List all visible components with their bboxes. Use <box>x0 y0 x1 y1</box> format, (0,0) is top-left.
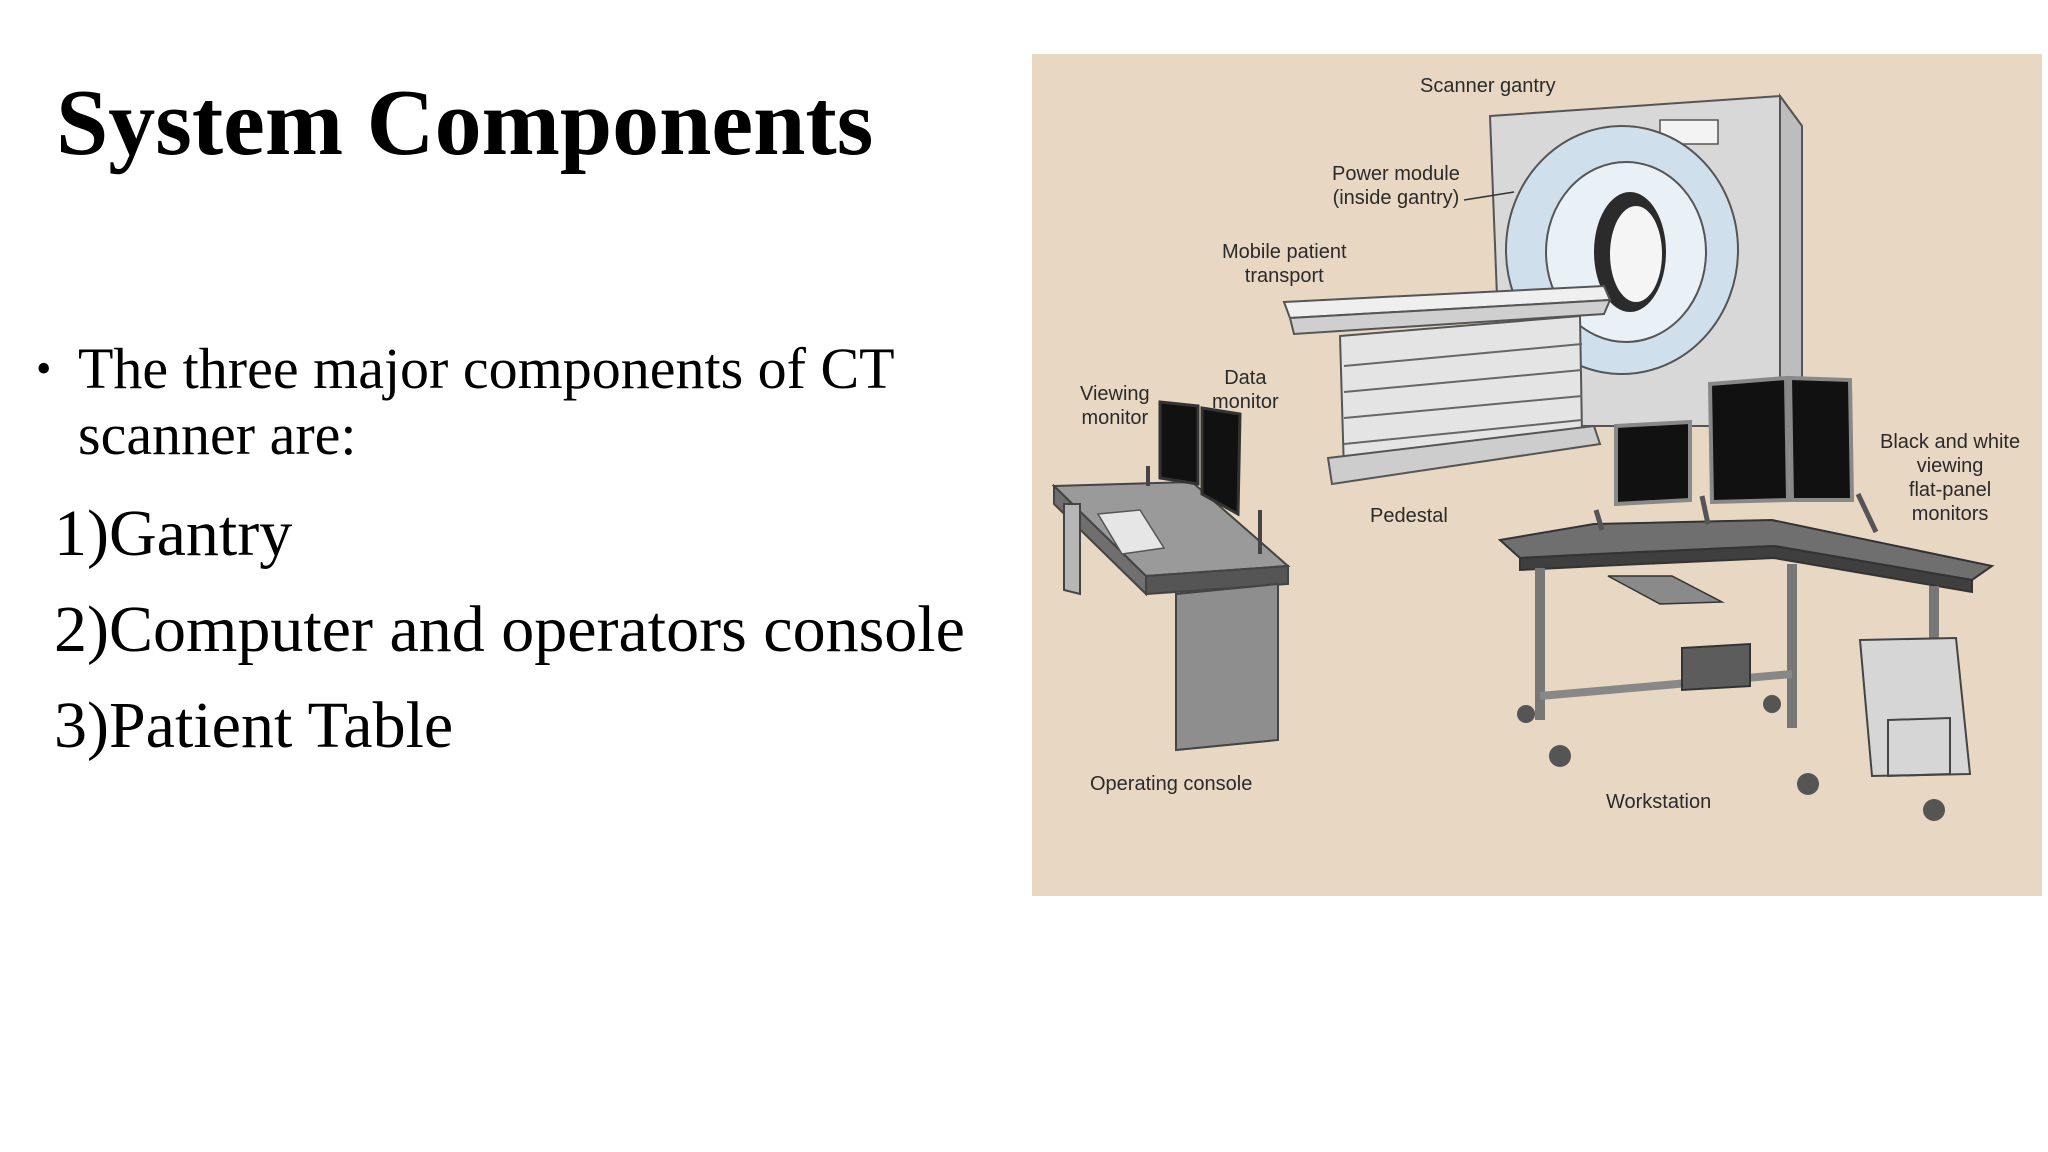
label-scanner-gantry: Scanner gantry <box>1420 75 1556 97</box>
power-module-leader <box>1463 191 1515 201</box>
ct-system-illustration: Scanner gantry Power module (inside gant… <box>1032 54 2042 896</box>
bullet-dot: • <box>36 344 52 393</box>
label-bw-flat-panel-monitors: Black and white viewing flat-panel monit… <box>1880 431 2021 525</box>
slide-title: System Components <box>56 71 874 175</box>
label-mobile-patient-transport: Mobile patient transport <box>1222 241 1347 287</box>
operating-console-drawing <box>1051 400 1291 752</box>
list-item-gantry: 1)Gantry <box>54 497 293 570</box>
label-viewing-monitor: Viewing monitor <box>1080 383 1150 429</box>
components-list: 1)Gantry 2)Computer and operators consol… <box>54 486 965 774</box>
list-item-console: 2)Computer and operators console <box>54 593 965 666</box>
label-power-module: Power module (inside gantry) <box>1332 163 1460 209</box>
bullet-point: • The three major components of CT scann… <box>36 336 996 467</box>
label-data-monitor: Data monitor <box>1212 367 1279 413</box>
patient-table-drawing <box>1282 284 1612 486</box>
bullet-text: The three major components of CT scanner… <box>78 336 894 467</box>
label-pedestal: Pedestal <box>1370 505 1448 527</box>
list-item-patient-table: 3)Patient Table <box>54 689 454 762</box>
ct-equipment-drawing <box>1051 92 1995 821</box>
workstation-drawing <box>1497 375 1995 821</box>
label-workstation: Workstation <box>1606 791 1712 813</box>
label-operating-console: Operating console <box>1090 773 1253 795</box>
